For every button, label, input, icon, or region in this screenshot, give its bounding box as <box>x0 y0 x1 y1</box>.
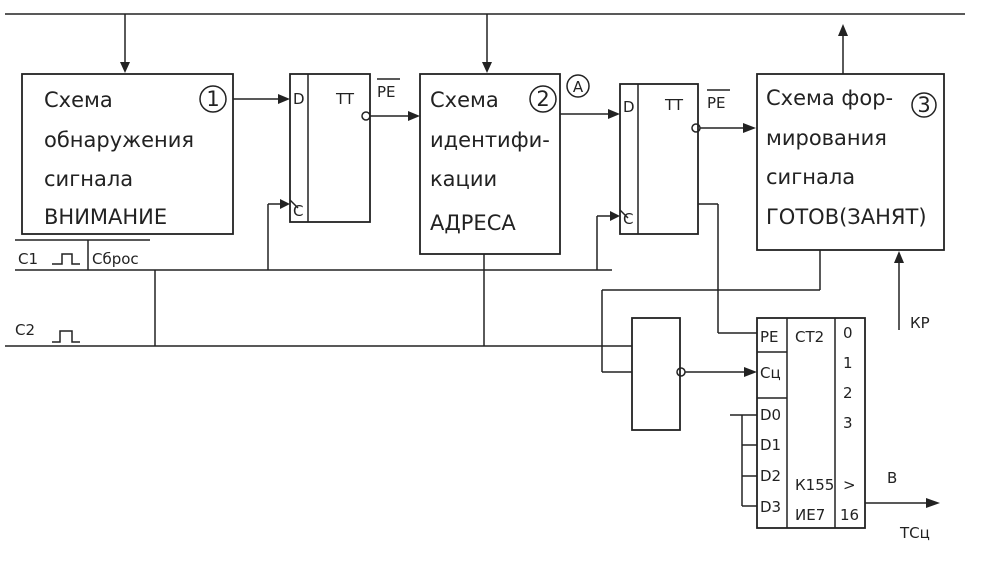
c1-label: C1 <box>18 250 38 268</box>
block3-line1: Схема фор- <box>766 86 893 110</box>
block1-line4: ВНИМАНИЕ <box>44 205 167 229</box>
trigger2-d-pin: D <box>623 98 635 116</box>
trigger1-output-label: PE <box>377 83 396 101</box>
block3-line4: ГОТОВ(ЗАНЯТ) <box>766 205 927 229</box>
arrow-bus-to-block1 <box>120 62 130 73</box>
marker-a: А <box>573 78 584 96</box>
arrow-gate-to-counter <box>744 367 757 377</box>
counter-out-carry: > <box>843 476 856 494</box>
c1-pulse-icon <box>52 253 80 265</box>
block1: Схема обнаружения сигнала ВНИМАНИЕ 1 <box>21 73 234 235</box>
arrow-block2-to-trigger2 <box>608 109 620 119</box>
kr-label: КР <box>910 314 930 332</box>
block2-line3: кации <box>430 167 497 191</box>
counter-pin-cc: Сц <box>760 364 781 382</box>
trigger1-clock-notch <box>289 199 299 209</box>
trigger2-type: TT <box>664 96 684 114</box>
block3: Схема фор- мирования сигнала ГОТОВ(ЗАНЯТ… <box>756 73 945 251</box>
reset-label: Сброс <box>92 250 139 268</box>
block3-number: 3 <box>917 93 930 117</box>
trigger2: D C TT <box>619 83 701 235</box>
b-label: В <box>887 469 897 487</box>
counter-out-1: 1 <box>843 354 853 372</box>
counter-part-line2: ИЕ7 <box>795 506 825 524</box>
counter-pin-d2: D2 <box>760 467 781 485</box>
counter-pin-d0: D0 <box>760 406 781 424</box>
marker-a-circle <box>566 74 590 98</box>
arrow-kr-to-block3 <box>894 251 904 263</box>
block1-line2: обнаружения <box>44 128 194 152</box>
block3-line3: сигнала <box>766 165 855 189</box>
block1-number-circle <box>199 85 227 113</box>
trigger2-clock-notch <box>619 209 629 219</box>
arrow-c1-to-trigger1 <box>280 199 290 209</box>
c2-pulse-icon <box>52 330 80 343</box>
block1-line1: Схема <box>44 88 113 112</box>
trigger1-inverted-output <box>361 111 371 121</box>
counter-part-line1: К155 <box>795 476 834 494</box>
counter: PE Сц D0 D1 D2 D3 СТ2 К155 ИЕ7 0 1 2 3 >… <box>756 317 866 529</box>
counter-out-3: 3 <box>843 414 853 432</box>
counter-pin-pe: PE <box>760 328 779 346</box>
logic-gate <box>631 317 681 431</box>
arrow-counter-output <box>926 498 940 508</box>
trigger1-type: TT <box>335 90 355 108</box>
block2-line1: Схема <box>430 88 499 112</box>
c2-label: C2 <box>15 321 35 339</box>
arrow-trigger1-to-block2 <box>408 111 420 121</box>
block2-line2: идентифи- <box>430 128 550 152</box>
counter-out-16: 16 <box>840 506 859 524</box>
counter-out-2: 2 <box>843 384 853 402</box>
counter-pin-d3: D3 <box>760 498 781 516</box>
block2-line4: АДРЕСА <box>430 211 516 235</box>
block2-number: 2 <box>536 87 549 111</box>
arrow-block1-to-trigger1 <box>278 94 290 104</box>
trigger2-output-label: PE <box>707 94 726 112</box>
trigger1: D C TT <box>289 73 371 223</box>
gate-inverted-output <box>676 367 686 377</box>
trigger1-d-pin: D <box>293 90 305 108</box>
block2: Схема идентифи- кации АДРЕСА 2 <box>419 73 561 255</box>
counter-name: СТ2 <box>795 328 824 346</box>
block1-number: 1 <box>206 87 219 111</box>
block3-number-circle <box>911 92 937 118</box>
arrow-trigger2-to-block3 <box>743 123 756 133</box>
counter-out-0: 0 <box>843 324 853 342</box>
trigger1-c-pin: C <box>293 202 303 220</box>
trigger2-c-pin: C <box>623 210 633 228</box>
tc-label: ТСц <box>899 524 930 542</box>
block3-line2: мирования <box>766 126 887 150</box>
arrow-bus-to-block2 <box>482 62 492 73</box>
arrow-c1-to-trigger2 <box>610 211 620 221</box>
block1-line3: сигнала <box>44 167 133 191</box>
arrow-block3-to-bus <box>838 24 848 36</box>
counter-pin-d1: D1 <box>760 436 781 454</box>
block2-number-circle <box>529 85 557 113</box>
